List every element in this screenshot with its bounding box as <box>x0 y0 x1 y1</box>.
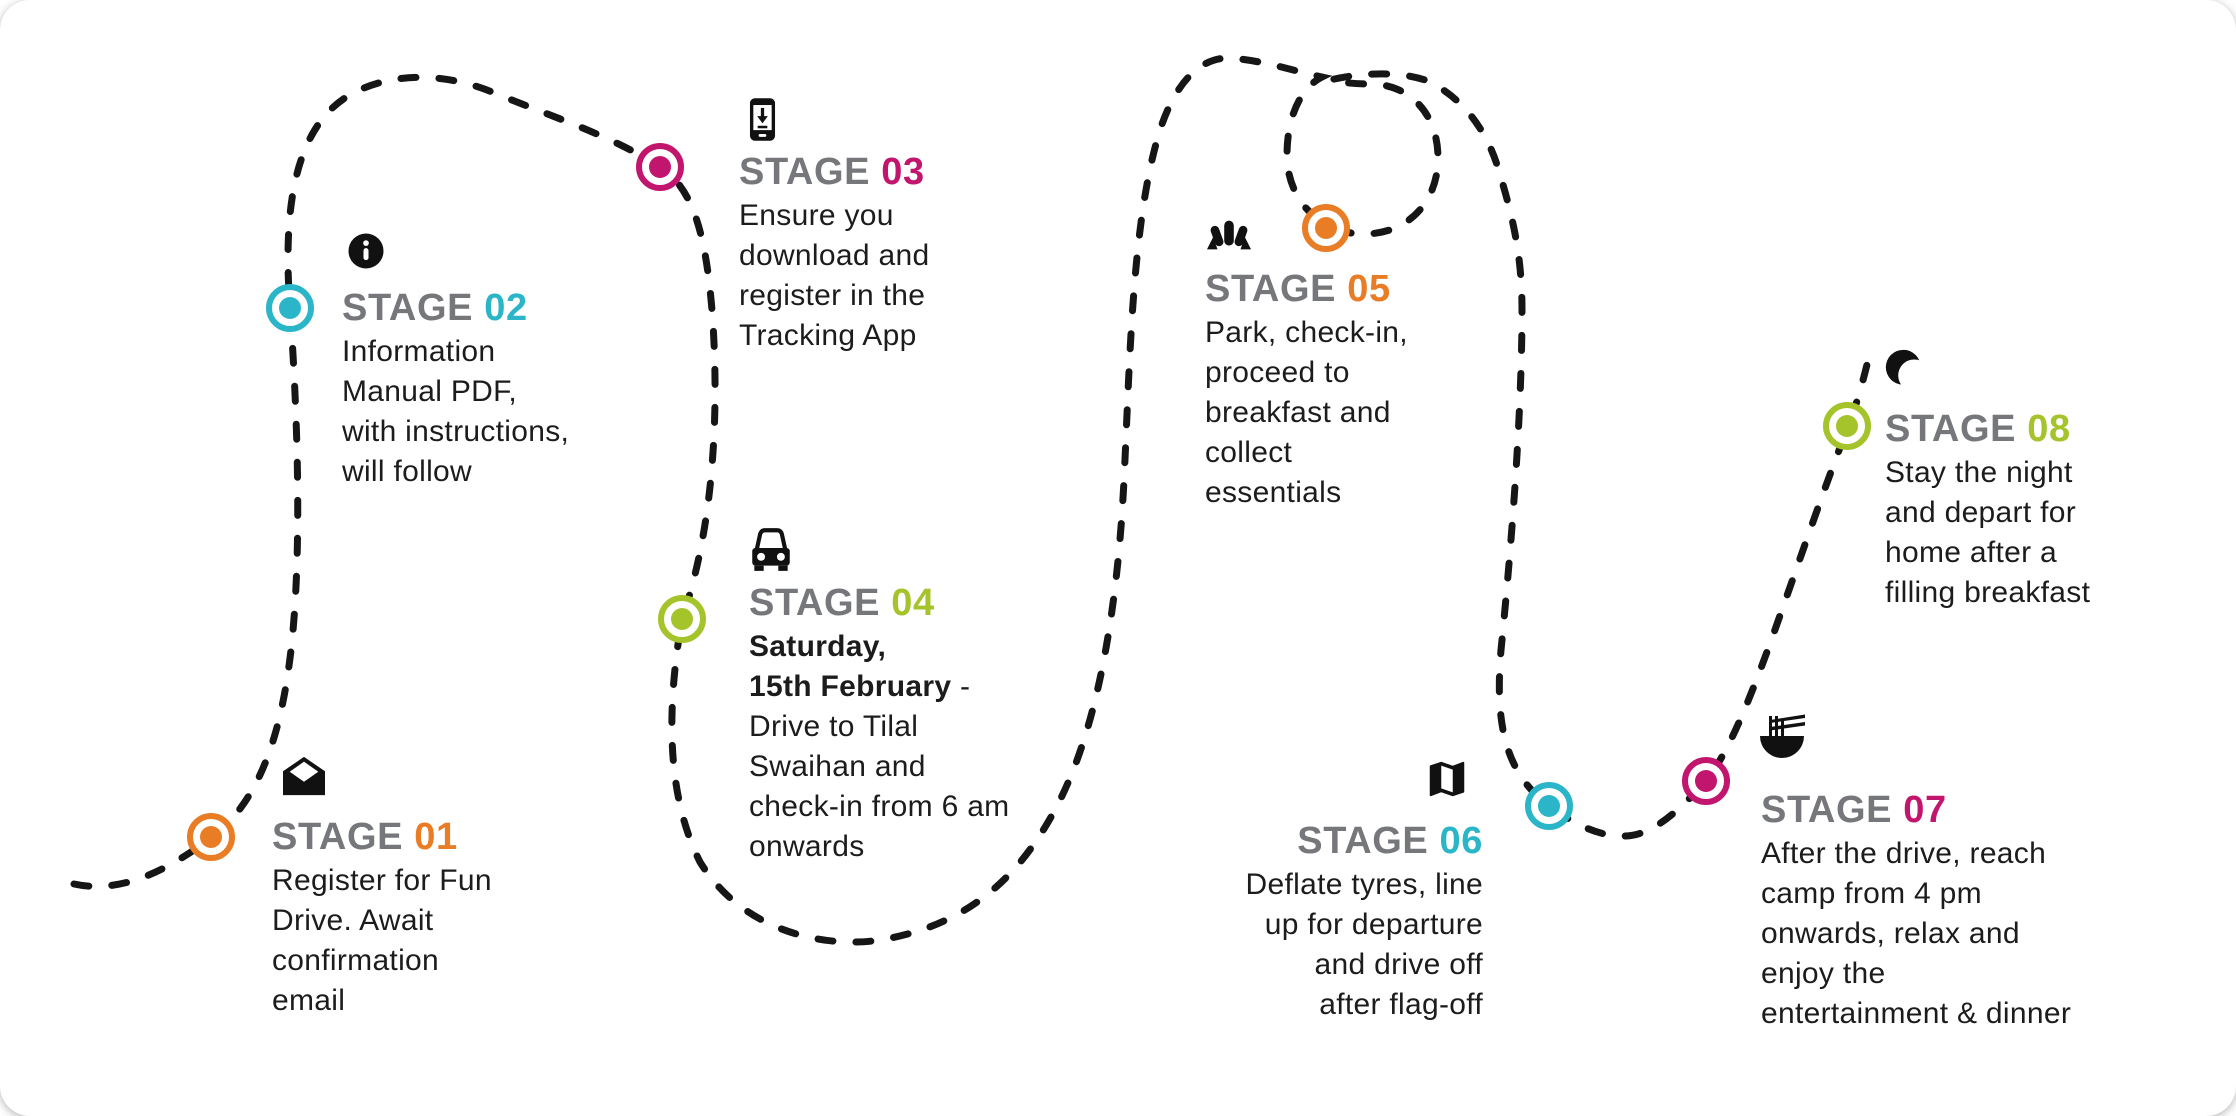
route-path <box>70 54 1874 946</box>
